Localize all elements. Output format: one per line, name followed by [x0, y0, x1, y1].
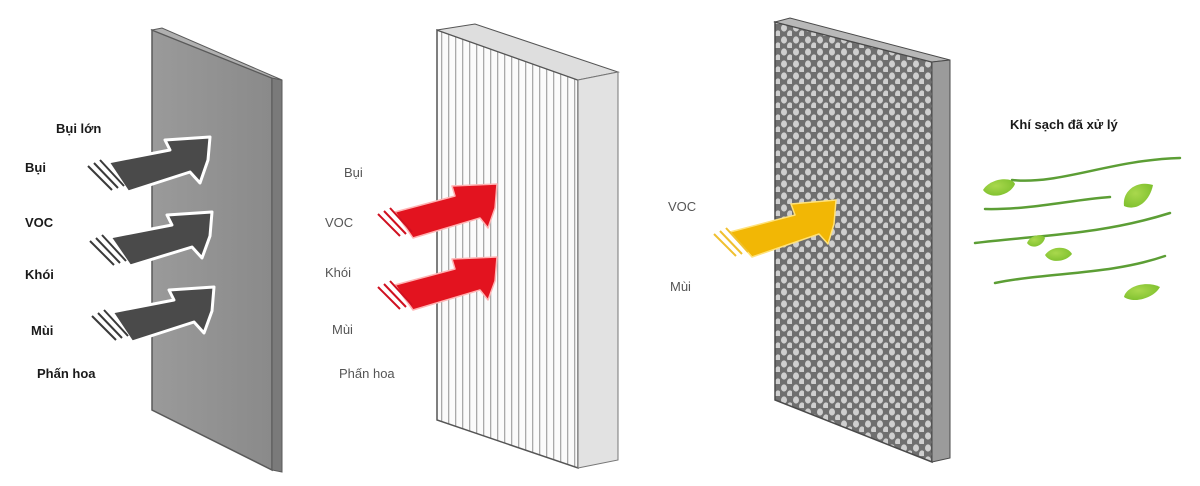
leaf-icon [1124, 284, 1160, 301]
label-dust: Bụi [344, 165, 363, 180]
label-voc: VOC [325, 215, 354, 230]
leaf-icon [1123, 183, 1153, 208]
arrow-icon [394, 183, 498, 239]
arrow-icon [106, 135, 216, 344]
label-odor: Mùi [670, 279, 691, 294]
label-smoke: Khói [325, 265, 352, 280]
label-voc: VOC [25, 215, 54, 230]
label-odor: Mùi [332, 322, 353, 337]
leaf-icon [983, 179, 1015, 196]
label-pollen: Phấn hoa [339, 366, 395, 381]
label-voc: VOC [668, 199, 697, 214]
label-smoke: Khói [25, 267, 54, 282]
leaf-icon [1027, 235, 1045, 247]
clean-air-title: Khí sạch đã xử lý [1010, 117, 1118, 132]
label-pollen: Phấn hoa [37, 366, 96, 381]
label-large-dust: Bụi lớn [56, 121, 102, 136]
label-odor: Mùi [31, 323, 54, 338]
label-dust: Bụi [25, 160, 46, 175]
leaf-icon [1045, 247, 1072, 261]
arrow-icon [729, 199, 837, 258]
arrow-icon [394, 256, 498, 311]
